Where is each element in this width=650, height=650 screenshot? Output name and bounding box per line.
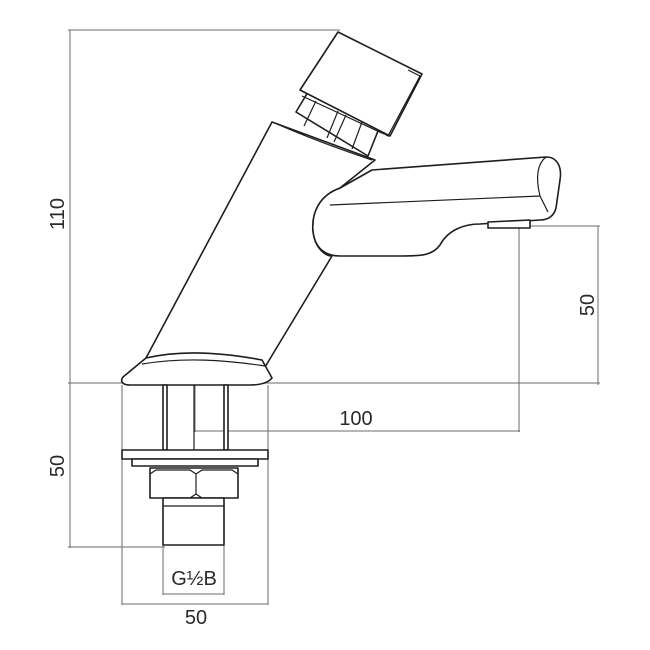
tap-body: [120, 31, 562, 546]
label-spout-height: 50: [577, 294, 599, 316]
label-overall-height: 110: [47, 198, 69, 230]
base-flange-edge: [141, 359, 266, 367]
column-collar: [276, 123, 373, 161]
push-button-ridge: [301, 95, 385, 135]
cartridge-nut-facet-3: [326, 110, 339, 139]
thread-tail: [162, 497, 225, 546]
label-thread: G½B: [171, 568, 217, 590]
label-spout-reach: 100: [339, 408, 372, 430]
label-base-width: 50: [185, 607, 207, 629]
cartridge-nut-facet-2: [333, 114, 347, 143]
washer-lower: [131, 458, 259, 467]
shank-left-rod: [162, 384, 168, 451]
push-button-head: [299, 31, 423, 137]
label-shank-length: 50: [47, 455, 69, 477]
washer-plate: [121, 449, 269, 460]
base-flange: [120, 352, 273, 386]
spout-upper-edge: [329, 195, 541, 206]
aerator-outlet: [487, 219, 531, 229]
hex-backnut-facet-left: [149, 469, 197, 499]
shank-right-rod: [223, 384, 229, 451]
cartridge-nut-facet-4: [351, 121, 363, 150]
cartridge-nut-facet-1: [303, 100, 317, 127]
hex-backnut: [149, 467, 239, 499]
main-column: [145, 121, 376, 373]
